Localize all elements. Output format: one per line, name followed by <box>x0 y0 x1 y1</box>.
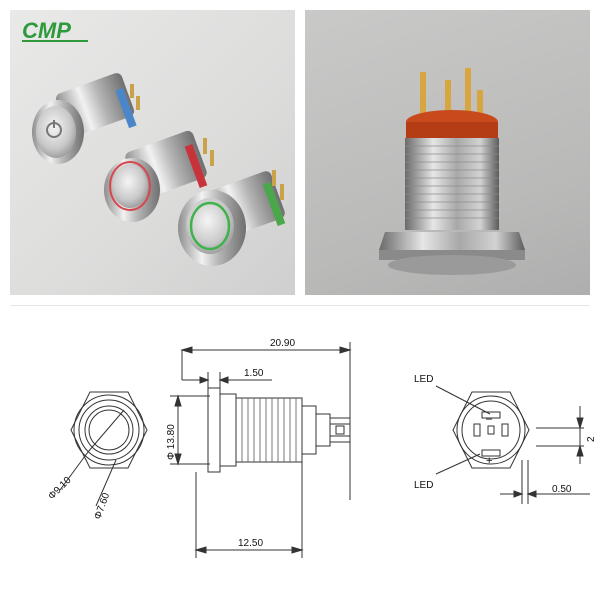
dim-terminal-spacing: 0.50 <box>552 484 572 495</box>
dim-thread-diameter: Φ 13.80 <box>166 424 177 460</box>
technical-drawing: 20.90 1.50 Φ 13.80 12.50 Φ9.10 Φ7.60 2 0… <box>46 338 597 558</box>
svg-text:+: + <box>486 455 492 467</box>
dim-button-diameter: Φ7.60 <box>92 491 112 521</box>
logo-text: CMP <box>22 18 71 43</box>
switch-red-ring <box>104 130 214 222</box>
back-view <box>435 385 590 504</box>
svg-text:–: – <box>486 413 493 425</box>
single-switch-illustration <box>379 68 525 275</box>
dim-overall-length: 20.90 <box>270 338 295 349</box>
section-divider <box>10 305 590 306</box>
product-photo-single-switch <box>305 10 590 295</box>
dim-terminal-height: 2 <box>586 436 597 442</box>
front-view <box>59 391 148 507</box>
dim-flange-thickness: 1.50 <box>244 368 264 379</box>
dim-body-length: 12.50 <box>238 538 263 549</box>
brand-logo: CMP <box>22 18 88 44</box>
side-view <box>207 387 351 473</box>
switch-blue-ring <box>32 73 140 164</box>
switches-illustration <box>32 73 286 266</box>
dim-bezel-diameter: Φ9.10 <box>46 475 73 502</box>
product-photo-three-switches: CMP <box>10 10 295 295</box>
dimension-lines <box>170 342 352 558</box>
led-label-top: LED <box>414 374 433 385</box>
led-label-bottom: LED <box>414 480 433 491</box>
switch-green-ring <box>178 170 286 266</box>
